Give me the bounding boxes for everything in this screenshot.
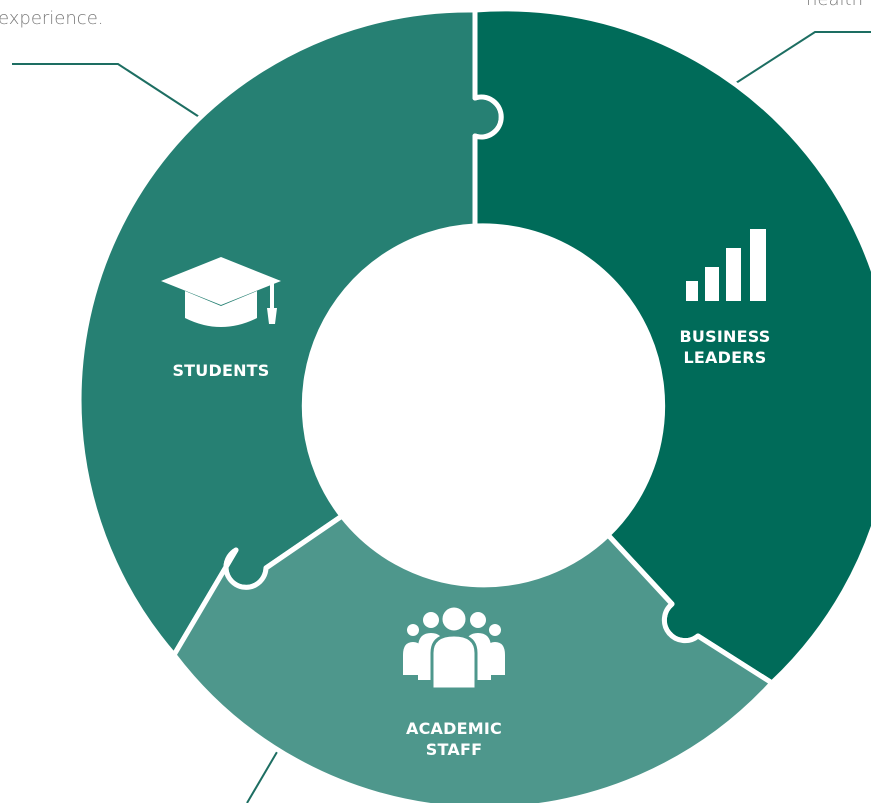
people-group-icon	[403, 604, 505, 691]
connector-line-academic-staff	[246, 751, 278, 803]
caption-top-right: health	[806, 0, 863, 10]
caption-top-left: experience.	[0, 8, 104, 29]
bar-chart-icon	[686, 229, 766, 301]
label-academic-staff: ACADEMIC STAFF	[394, 718, 514, 760]
connector-line-students	[12, 63, 211, 125]
label-business-leaders-line2: LEADERS	[683, 348, 767, 367]
label-students-text: STUDENTS	[172, 361, 270, 380]
label-students: STUDENTS	[161, 360, 281, 381]
connector-line-business-leaders	[721, 31, 871, 93]
label-academic-staff-line1: ACADEMIC	[406, 719, 502, 738]
label-academic-staff-line2: STAFF	[425, 740, 483, 759]
center-hole	[306, 230, 662, 586]
graduation-cap-icon	[161, 257, 281, 327]
label-business-leaders: BUSINESS LEADERS	[673, 326, 777, 368]
label-business-leaders-line1: BUSINESS	[679, 327, 771, 346]
